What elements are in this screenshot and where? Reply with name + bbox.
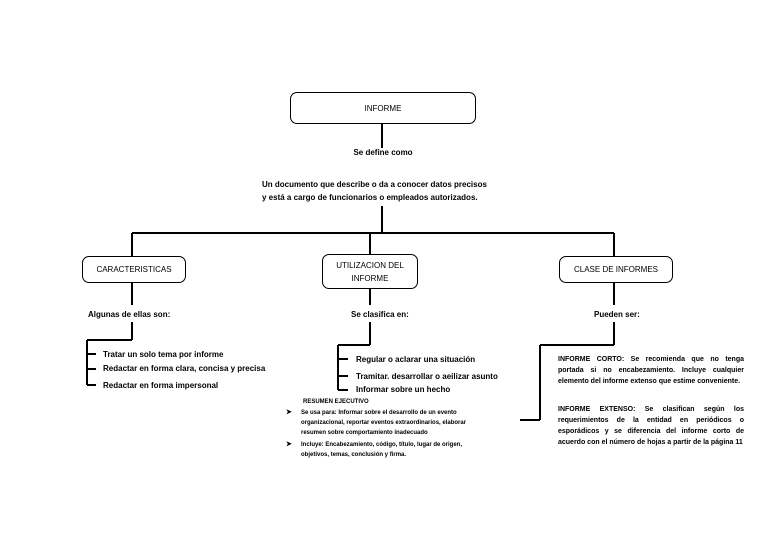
definition-text-line1: Un documento que describe o da a conocer… — [262, 180, 487, 189]
utilization-item: Informar sobre un hecho — [356, 385, 451, 394]
characteristics-item: Tratar un solo tema por informe — [103, 350, 224, 359]
characteristics-connector: Algunas de ellas son: — [88, 310, 171, 319]
summary-bullet1-line2: organizacional, reportar eventos extraor… — [301, 420, 467, 426]
utilization-title-line2: INFORME — [351, 273, 389, 283]
short-report-description: INFORME CORTO: Se recomienda que no teng… — [558, 356, 744, 385]
utilization-node: UTILIZACION DEL INFORME — [322, 254, 418, 289]
utilization-connector: Se clasifica en: — [351, 310, 409, 319]
report-types-connector: Pueden ser: — [594, 310, 640, 319]
definition-text-line2: y está a cargo de funcionarios o emplead… — [262, 193, 478, 202]
summary-bullet1-line3: resumen sobre comportamiento inadecuado — [301, 430, 428, 436]
summary-bullet-includes: Incluye: Encabezamiento, código, título,… — [286, 440, 516, 460]
summary-bullet2-line1: Incluye: Encabezamiento, código, título,… — [301, 442, 463, 448]
definition-connector: Se define como — [353, 148, 413, 157]
summary-bullet1-line1: Se usa para: Informar sobre el desarroll… — [301, 410, 457, 416]
characteristics-item: Redactar en forma impersonal — [103, 381, 219, 390]
utilization-item: Tramitar. desarrollar o aeilizar asunto — [356, 372, 498, 381]
summary-title: RESUMEN EJECUTIVO — [303, 399, 369, 405]
characteristics-node: CARACTERISTICAS — [82, 256, 186, 283]
summary-bullet2-line2: objetivos, temas, conclusión y firma. — [301, 452, 407, 458]
report-types-title: CLASE DE INFORMES — [573, 265, 658, 274]
characteristics-item: Redactar en forma clara, concisa y preci… — [103, 364, 266, 373]
root-node-informe: INFORME — [290, 92, 476, 124]
long-report-description: INFORME EXTENSO: Se clasifican según los… — [558, 406, 744, 446]
root-title: INFORME — [364, 103, 402, 113]
summary-bullet-uses: Se usa para: Informar sobre el desarroll… — [286, 408, 516, 438]
characteristics-title: CARACTERISTICAS — [96, 265, 172, 274]
report-types-node: CLASE DE INFORMES — [559, 256, 673, 283]
utilization-item: Regular o aclarar una situación — [356, 355, 476, 364]
utilization-title-line1: UTILIZACION DEL — [336, 260, 404, 270]
